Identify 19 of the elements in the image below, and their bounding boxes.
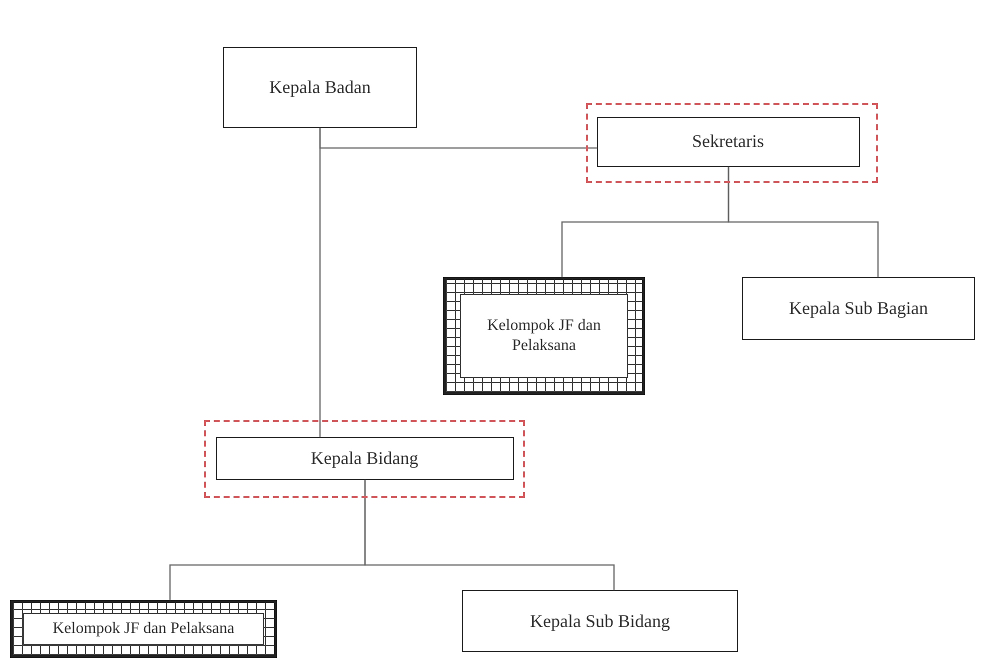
org-box	[223, 47, 417, 128]
box-label: Kepala Badan	[269, 76, 371, 99]
box-label: Kepala Sub Bidang	[530, 610, 670, 632]
box-label: Sekretaris	[692, 130, 764, 153]
org-box	[742, 277, 975, 340]
box-label: Kelompok JF dan Pelaksana	[486, 316, 602, 356]
box-label: Kelompok JF dan Pelaksana	[52, 619, 234, 639]
box-label: Kepala Sub Bagian	[789, 297, 928, 320]
org-box	[216, 436, 514, 480]
hatched-box	[10, 600, 277, 658]
hatched-box	[443, 277, 645, 395]
org-box	[462, 590, 738, 652]
connector-line	[319, 128, 321, 437]
org-box	[596, 116, 860, 166]
dashed-frame	[204, 420, 525, 498]
connector-line	[364, 480, 615, 590]
connector-line	[728, 167, 879, 277]
box-label: Kepala Bidang	[310, 446, 418, 470]
dashed-frame	[586, 103, 878, 183]
